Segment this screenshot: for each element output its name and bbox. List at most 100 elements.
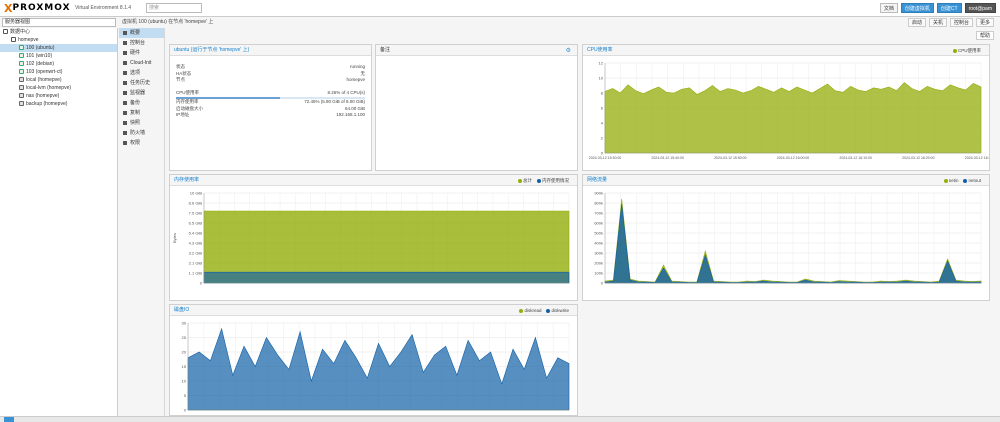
tree-item[interactable]: homepve	[0, 36, 117, 44]
subnav-item[interactable]: 控制台	[119, 38, 164, 48]
vm-icon	[19, 69, 24, 75]
more-button[interactable]: 更多	[975, 18, 994, 27]
tree-item[interactable]: local (homepve)	[0, 76, 117, 84]
console-button[interactable]: 控制台	[949, 18, 973, 27]
y-tick-label: 10 GiB	[190, 191, 203, 196]
subnav-item[interactable]: 防火墙	[119, 128, 164, 138]
mem-legend-total[interactable]: 总计	[518, 177, 532, 184]
tree-item[interactable]: 103 (openwrt-ct)	[0, 68, 117, 76]
disk-legend-write[interactable]: diskwrite	[546, 307, 569, 314]
storage-icon	[19, 101, 24, 107]
subnav-icon	[123, 90, 127, 95]
y-tick-label: 7.5 GiB	[189, 211, 203, 216]
logo-wordmark: PROXMOX	[12, 3, 71, 13]
tree-item[interactable]: 数据中心	[0, 28, 117, 36]
edit-notes-icon[interactable]: ⚙	[565, 48, 571, 54]
storage-icon	[19, 93, 24, 99]
net-legend-in[interactable]: netin	[943, 177, 958, 184]
cpu-legend-item[interactable]: CPU使用率	[952, 47, 981, 54]
tree-item[interactable]: local-lvm (homepve)	[0, 84, 117, 92]
status-value: 72.45% (5.80 GiB of 8.00 GiB)	[304, 99, 365, 104]
subnav-item[interactable]: 快照	[119, 118, 164, 128]
subnav-item[interactable]: 监视器	[119, 88, 164, 98]
subnav-icon	[123, 110, 127, 115]
y-tick-label: 2	[601, 136, 604, 141]
y-tick-label: 6.5 GiB	[189, 221, 203, 226]
x-tick-label: 2024-03-12 16:20:00	[902, 156, 935, 160]
subnav-item[interactable]: 任务历史	[119, 78, 164, 88]
y-tick-label: 25	[182, 335, 187, 340]
status-label: 节点	[176, 77, 185, 82]
x-tick-label: 2024-03-12 15:50:00	[714, 156, 747, 160]
y-tick-label: 700k	[594, 211, 603, 216]
disk-legend-read[interactable]: diskread	[519, 307, 541, 314]
y-axis-label: Bytes	[172, 233, 177, 243]
create-ct-button[interactable]: 创建CT	[936, 3, 962, 13]
y-tick-label: 4.3 GiB	[189, 241, 203, 246]
series-area-CPU使用率	[604, 82, 982, 154]
y-tick-label: 8	[601, 91, 604, 96]
tree-item[interactable]: 101 (win10)	[0, 52, 117, 60]
global-search-input[interactable]: 搜索	[146, 3, 202, 13]
tree-item-label: local-lvm (homepve)	[26, 85, 72, 91]
cpu-chart-title: CPU使用率	[583, 45, 989, 56]
status-value: 64.00 GiB	[344, 105, 365, 111]
subnav-icon	[123, 130, 127, 135]
subnav-label: 选项	[130, 70, 141, 76]
tree-item[interactable]: nas (homepve)	[0, 92, 117, 100]
proxmox-logo: X PROXMOX	[0, 0, 72, 17]
logo-x-mark: X	[4, 1, 13, 15]
cpu-usage-bar	[176, 97, 365, 99]
vm-icon	[19, 61, 24, 67]
task-log-tab[interactable]	[4, 417, 14, 422]
y-tick-label: 6	[601, 106, 604, 111]
network-chart-title: 网络流量	[583, 175, 989, 186]
subnav-item[interactable]: 选项	[119, 68, 164, 78]
tree-item[interactable]: 100 (ubuntu)	[0, 44, 117, 52]
subnav-item[interactable]: 备份	[119, 98, 164, 108]
docs-button[interactable]: 文档	[879, 3, 898, 13]
status-value: running	[349, 64, 365, 69]
subnav-label: 硬件	[130, 50, 141, 56]
x-tick-label: 2024-03-12 15:40:00	[651, 156, 684, 160]
y-tick-label: 300k	[594, 251, 603, 256]
subnav-item[interactable]: 复制	[119, 108, 164, 118]
notes-panel: 备注 ⚙	[375, 44, 578, 171]
y-tick-label: 0	[601, 281, 604, 286]
user-menu-button[interactable]: root@pam	[964, 3, 996, 13]
subnav-item[interactable]: Cloud-Init	[119, 58, 164, 68]
mem-legend-used[interactable]: 内存使用情况	[537, 177, 569, 184]
tree-item[interactable]: backup (homepve)	[0, 100, 117, 108]
create-vm-button[interactable]: 创建虚拟机	[900, 3, 934, 13]
view-selector[interactable]: 服务器视图	[2, 18, 116, 27]
net-legend-out[interactable]: netout	[963, 177, 981, 184]
help-button[interactable]: 帮助	[975, 31, 994, 40]
status-label: 内存使用率	[176, 99, 199, 104]
tree-item[interactable]: 102 (debian)	[0, 60, 117, 68]
notes-panel-title: 备注	[376, 45, 577, 56]
memory-chart-title: 内存使用率	[170, 175, 577, 186]
start-button[interactable]: 启动	[907, 18, 926, 27]
status-value: 无	[360, 70, 366, 76]
y-tick-label: 1.1 GiB	[189, 271, 203, 276]
subnav-icon	[123, 40, 127, 45]
shutdown-button[interactable]: 关机	[928, 18, 947, 27]
subnav-label: 快照	[130, 120, 141, 126]
status-label: HA状态	[176, 70, 192, 76]
y-tick-label: 2.1 GiB	[189, 261, 203, 266]
y-tick-label: 10	[599, 76, 604, 81]
status-label: IP地址	[176, 112, 190, 117]
status-value: homepve	[346, 77, 365, 82]
subnav-item[interactable]: 概要	[119, 28, 164, 38]
task-log-bar[interactable]	[0, 416, 1000, 422]
subnav-item[interactable]: 权限	[119, 138, 164, 148]
subnav-item[interactable]: 硬件	[119, 48, 164, 58]
